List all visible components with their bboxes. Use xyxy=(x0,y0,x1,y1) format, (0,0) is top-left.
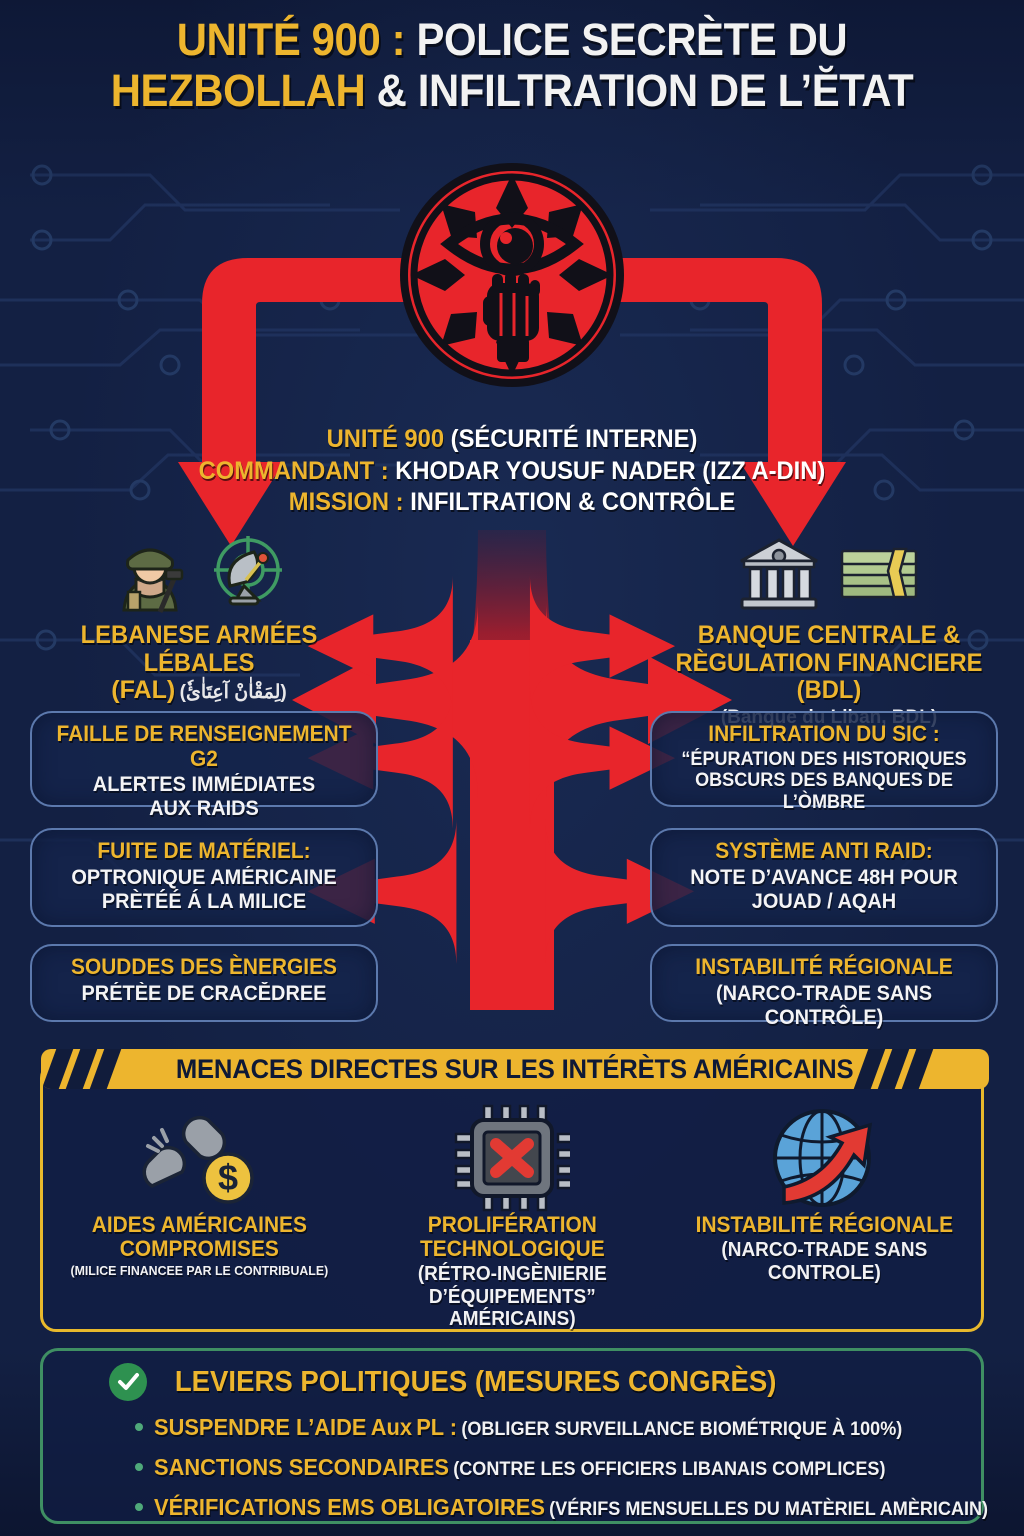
lever-2-value: (VÉRIFS MENSUELLES DU MATÈRIEL AMÈRICAIN… xyxy=(549,1499,989,1520)
card-left-1[interactable]: FUITE DE MATÉRIEL: OPTRONIQUE AMÉRICAINE… xyxy=(30,828,378,927)
chip-x-icon xyxy=(454,1104,570,1212)
threat-item-2: INSTABILITÉ RÉGIONALE (NARCO-TRADE SANS … xyxy=(668,1103,981,1284)
card-left-2-title: SOUDDES DES ÈNERGIES xyxy=(71,954,337,979)
threats-banner-text: MENACES DIRECTES SUR LES INTÉRÈTS AMÉRIC… xyxy=(176,1053,854,1084)
branch-armed-forces: LEBANESE ARMÉES LÉBALES (FAL) (لِمَقْاٰن… xyxy=(14,530,384,705)
unit-info-block: UNITÉ 900 (SÉCURITÉ INTERNE) COMMANDANT … xyxy=(0,424,1024,519)
bank-icon xyxy=(740,538,818,610)
card-right-1[interactable]: SYSTÈME ANTI RAID: NOTE D’AVANCE 48H POU… xyxy=(650,828,998,927)
unit-info-line-2: COMMANDANT : KHODAR YOUSUF NADER (IZZ A-… xyxy=(26,456,999,488)
unit-info-line-1: UNITÉ 900 (SÉCURITÉ INTERNE) xyxy=(26,424,999,456)
card-left-0[interactable]: FAILLE DE RENSEIGNEMENT G2 ALERTES IMMÉD… xyxy=(30,711,378,820)
card-right-1-title: SYSTÈME ANTI RAID: xyxy=(715,838,933,863)
green-check-icon xyxy=(109,1363,147,1401)
branch-left-icons xyxy=(14,530,384,622)
lever-item-2[interactable]: VÉRIFICATIONS EMS OBLIGATOIRES (VÉRIFS M… xyxy=(63,1494,988,1521)
card-right-2[interactable]: INSTABILITÉ RÉGIONALE (NARCO-TRADE SANS … xyxy=(650,944,998,1029)
mission-label: MISSION : xyxy=(288,488,404,516)
bullet-icon-2 xyxy=(135,1503,143,1511)
commander-label: COMMANDANT : xyxy=(198,456,389,485)
threat-1-sub: (RÉTRO-INGÈNIERIE D’ÉQUIPEMENTS”AMÉRICAI… xyxy=(417,1263,607,1331)
branch-right-title-line1: BANQUE CENTRALE & xyxy=(697,621,961,649)
card-right-0[interactable]: INFILTRATION DU SIC : “ÉPURATION DES HIS… xyxy=(650,711,998,813)
lever-0-key: SUSPENDRE L’AIDE xyxy=(154,1414,367,1440)
levers-title: LEVIERS POLITIQUES (MESURES CONGRÈS) xyxy=(174,1365,777,1398)
threat-2-title: INSTABILITÉ RÉGIONALE xyxy=(695,1212,954,1237)
card-left-1-title: FUITE DE MATÉRIEL: xyxy=(97,838,311,863)
card-left-2[interactable]: SOUDDES DES ÈNERGIES PRÉTÈE DE CRACĔDREE xyxy=(30,944,378,1022)
globe-arrow-icon xyxy=(772,1109,872,1207)
threat-2-sub: (NARCO-TRADE SANS CONTROLE) xyxy=(721,1239,928,1284)
lever-0-text: SUSPENDRE L’AIDE Aux PL : (OBLIGER SURVE… xyxy=(154,1414,902,1441)
lever-item-0[interactable]: SUSPENDRE L’AIDE Aux PL : (OBLIGER SURVE… xyxy=(63,1414,961,1441)
card-right-2-title: INSTABILITÉ RÉGIONALE xyxy=(695,954,953,979)
unit-scope-label: (SÉCURITÉ INTERNE) xyxy=(450,425,698,453)
threat-0-icon-slot: $ xyxy=(49,1103,350,1213)
lever-item-1[interactable]: SANCTIONS SECONDAIRES (CONTRE LES OFFICI… xyxy=(63,1454,961,1481)
card-left-0-title: FAILLE DE RENSEIGNEMENT G2 xyxy=(56,721,352,771)
lever-0-key2: PL : xyxy=(416,1414,458,1440)
branch-central-bank: BANQUE CENTRALE & RÈGULATION FINANCIERE … xyxy=(644,530,1014,729)
threat-2-icon-slot xyxy=(674,1103,975,1213)
lever-2-key: VÉRIFICATIONS EMS OBLIGATOIRES xyxy=(154,1494,545,1520)
bullet-icon-0 xyxy=(135,1423,143,1431)
branch-right-icons xyxy=(644,530,1014,622)
threat-item-1: PROLIFÉRATION TECHNOLOGIQUE (RÉTRO-INGÈN… xyxy=(356,1103,669,1331)
bullet-icon-1 xyxy=(135,1463,143,1471)
branch-left-arabic: (لِمَقْاٰنْ آعِتَاٰئٗ) xyxy=(179,682,287,703)
branch-right-title-line2: RÈGULATION FINANCIERE (BDL) xyxy=(675,648,983,704)
threats-banner: MENACES DIRECTES SUR LES INTÉRÈTS AMÉRIC… xyxy=(41,1049,989,1089)
eye-fist-emblem-icon xyxy=(400,163,624,387)
lever-1-text: SANCTIONS SECONDAIRES (CONTRE LES OFFICI… xyxy=(154,1454,885,1481)
unit-number-label: UNITÉ 900 xyxy=(326,425,445,453)
cash-stack-icon xyxy=(840,547,918,599)
branch-left-abbrev: (FAL) xyxy=(111,676,176,704)
lever-0-key-small: Aux xyxy=(370,1414,412,1440)
radar-target-icon xyxy=(214,536,282,606)
lever-1-value: (CONTRE LES OFFICIERS LIBANAIS COMPLICES… xyxy=(453,1459,886,1480)
lever-2-text: VÉRIFICATIONS EMS OBLIGATOIRES (VÉRIFS M… xyxy=(154,1494,988,1521)
hazard-stripes-left xyxy=(41,1049,169,1089)
card-left-2-body: PRÉTÈE DE CRACĔDREE xyxy=(81,981,327,1005)
mission-value: INFILTRATION & CONTRÔLE xyxy=(410,488,736,516)
lever-1-key: SANCTIONS SECONDAIRES xyxy=(154,1454,450,1480)
card-right-0-title: INFILTRATION DU SIC : xyxy=(708,721,940,746)
svg-text:$: $ xyxy=(218,1157,238,1198)
threat-1-icon-slot xyxy=(362,1103,663,1213)
hazard-stripes-right xyxy=(850,1049,981,1089)
branch-left-title: LEBANESE ARMÉES LÉBALES xyxy=(80,621,318,677)
levers-panel: LEVIERS POLITIQUES (MESURES CONGRÈS) SUS… xyxy=(40,1348,988,1524)
unit-info-line-3: MISSION : INFILTRATION & CONTRÔLE xyxy=(26,487,999,519)
commander-name: KHODAR YOUSUF NADER (IZZ A-DIN) xyxy=(395,456,826,485)
threat-0-sub: (MILICE FINANCEE PAR LE CONTRIBUALE) xyxy=(70,1263,329,1279)
levers-header: LEVIERS POLITIQUES (MESURES CONGRÈS) xyxy=(63,1363,961,1401)
card-right-2-body: (NARCO-TRADE SANS CONTRÔLE) xyxy=(715,981,933,1029)
threat-1-title: PROLIFÉRATION TECHNOLOGIQUE xyxy=(419,1212,605,1262)
threats-panel: MENACES DIRECTES SUR LES INTÉRÈTS AMÉRIC… xyxy=(40,1049,989,1332)
lever-0-value: (OBLIGER SURVEILLANCE BIOMÉTRIQUE À 100%… xyxy=(461,1419,903,1440)
branch-left-subline: (FAL) (لِمَقْاٰنْ آعِتَاٰئٗ) xyxy=(14,676,384,705)
unit-emblem xyxy=(397,160,627,395)
soldier-icon xyxy=(122,548,184,613)
broken-chain-dollar-icon: $ xyxy=(142,1115,255,1204)
